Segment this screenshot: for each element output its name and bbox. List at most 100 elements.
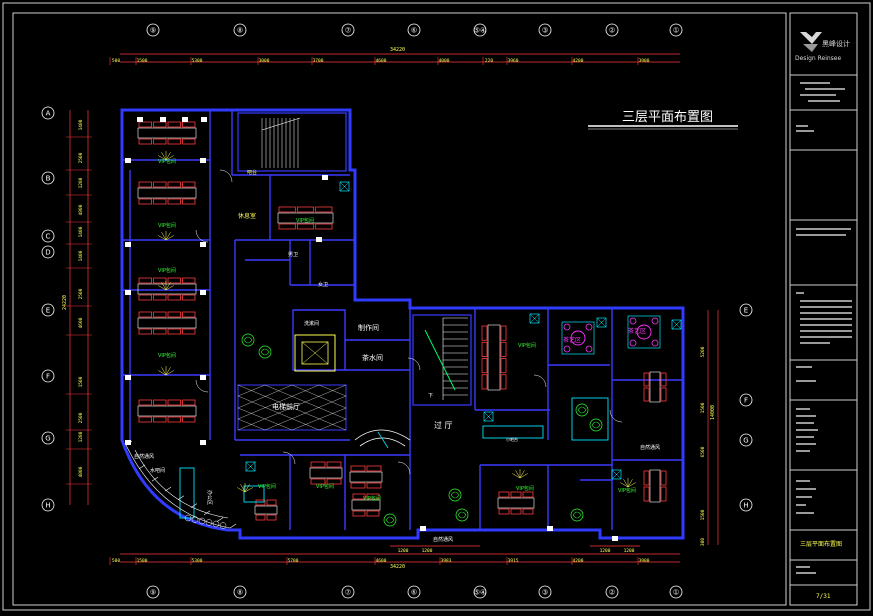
grid-bubble-left: F xyxy=(41,369,55,383)
grid-bubble-bottom: ① xyxy=(669,585,683,599)
door-swing xyxy=(533,374,547,388)
column-pillar xyxy=(612,536,618,541)
grid-bubble-right: H xyxy=(739,498,753,512)
duct-symbol xyxy=(483,411,494,422)
column-pillar xyxy=(137,117,143,122)
dim-label: 220 xyxy=(485,58,493,64)
room-label-office: 办公区 xyxy=(206,490,213,505)
dim-label: 3000 xyxy=(259,58,270,64)
dim-label: 4200 xyxy=(573,558,584,564)
dim-right-overall: 14000 xyxy=(710,405,716,420)
dim-label: 1500 xyxy=(700,402,706,413)
grid-label: B xyxy=(46,175,51,183)
dim-label: 4600 xyxy=(376,558,387,564)
light-fixture xyxy=(237,483,253,493)
grid-label: ③ xyxy=(542,589,548,597)
room-label-deck-a: 茶艺区 xyxy=(563,336,581,344)
column-pillar xyxy=(316,237,322,242)
room-label-elevator-hall: 电梯前厅 xyxy=(272,402,300,411)
room-label-mens: 男卫 xyxy=(288,252,298,258)
room-label: VIP包间 xyxy=(518,342,536,349)
room-label: VIP包间 xyxy=(618,487,636,494)
facade-mullions xyxy=(125,440,237,529)
door-swing xyxy=(397,461,411,475)
grid-bubble-top: ⑥ xyxy=(407,23,421,37)
grid-bubble-top: ⑧ xyxy=(233,23,247,37)
room-label-restroom: 休息室 xyxy=(238,212,256,220)
grid-bubble-top: ① xyxy=(669,23,683,37)
room-label: VIP包间 xyxy=(296,217,314,224)
grid-bubble-left: C xyxy=(41,229,55,243)
room-label-natural-light: 自然通风 xyxy=(640,444,660,451)
grid-bubble-left: D xyxy=(41,245,55,259)
column-pillar xyxy=(125,242,131,247)
dining-table xyxy=(137,181,197,205)
door-swing xyxy=(195,379,209,393)
dim-label: 3960 xyxy=(508,58,519,64)
door-swing xyxy=(195,229,209,243)
dim-label: 4600 xyxy=(78,317,84,328)
column-pillar xyxy=(200,290,206,295)
column-pillar xyxy=(182,117,188,122)
dim-top-overall: 34220 xyxy=(390,47,405,53)
room-label: VIP包间 xyxy=(158,267,176,274)
duct-symbol xyxy=(245,461,256,472)
dim-label: 1200 xyxy=(398,548,409,554)
plant-icon xyxy=(575,403,589,417)
grid-label: ② xyxy=(609,27,615,35)
lobby-sofa xyxy=(354,429,411,449)
room-label: VIP包间 xyxy=(258,483,276,490)
dim-label: 3983 xyxy=(441,558,452,564)
room-label: VIP包间 xyxy=(363,495,381,502)
dim-label: 1200 xyxy=(78,431,84,442)
light-fixture xyxy=(158,281,174,291)
grid-bubble-top: ⑦ xyxy=(341,23,355,37)
dim-label: 500 xyxy=(112,558,120,564)
column-pillar xyxy=(200,440,206,445)
column-pillar xyxy=(547,526,553,531)
dim-label: 500 xyxy=(112,58,120,64)
room-label-lobby: 过 厅 xyxy=(434,420,453,430)
dim-label: 3900 xyxy=(639,58,650,64)
dim-label: 1500 xyxy=(700,509,706,520)
sheet-border-inner xyxy=(12,12,787,606)
counter xyxy=(482,425,544,439)
grid-label: F xyxy=(744,397,748,405)
column-pillar xyxy=(125,440,131,445)
dim-label: 2500 xyxy=(78,288,84,299)
dim-label: 4200 xyxy=(573,58,584,64)
tea-table xyxy=(627,315,661,349)
duct-symbol xyxy=(671,319,682,330)
dim-label: 1200 xyxy=(624,548,635,554)
dim-label: 1400 xyxy=(78,226,84,237)
grid-bubble-top: ② xyxy=(605,23,619,37)
column-pillar xyxy=(200,158,206,163)
dim-label: 4800 xyxy=(78,204,84,215)
grid-label: ② xyxy=(609,589,615,597)
plant-icon xyxy=(383,513,397,527)
room-label: VIP包间 xyxy=(158,222,176,229)
dim-label: 4000 xyxy=(439,58,450,64)
room-label-small-bar: 小吧台 xyxy=(506,436,518,442)
column-pillar xyxy=(200,242,206,247)
dim-label: 1500 xyxy=(78,376,84,387)
title-block: 黑峰设计 Design Reinsee 三层平面布置图 7/31 xyxy=(789,12,858,606)
duct-symbol xyxy=(529,313,540,324)
dim-label: 6500 xyxy=(700,446,706,457)
column-pillar xyxy=(125,375,131,380)
grid-label: ⑥ xyxy=(411,589,417,597)
dining-table xyxy=(309,461,343,485)
grid-label: D xyxy=(45,249,50,257)
grid-label: ① xyxy=(673,589,679,597)
room-labels: VIP包间 VIP包间 VIP包间 VIP包间 VIP包间 VIP包间 VIP包… xyxy=(134,158,660,543)
grid-label: ⑦ xyxy=(345,27,351,35)
room-label-deck-b: 茶艺区 xyxy=(628,327,646,335)
light-fixture xyxy=(158,231,174,241)
dim-label: 3900 xyxy=(639,558,650,564)
